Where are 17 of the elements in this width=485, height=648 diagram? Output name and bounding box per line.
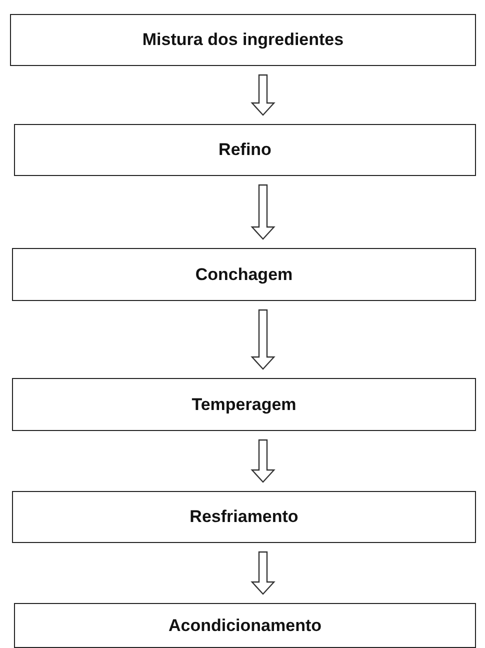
step-label: Temperagem xyxy=(192,394,296,414)
arrow xyxy=(250,439,276,483)
step-label: Refino xyxy=(218,140,272,160)
step-label: Mistura dos ingredientes xyxy=(142,30,344,50)
process-box xyxy=(14,603,476,648)
arrow xyxy=(250,184,276,240)
process-box xyxy=(14,124,476,176)
process-box xyxy=(10,14,476,66)
arrow xyxy=(250,74,276,116)
arrow xyxy=(250,309,276,370)
arrow xyxy=(250,551,276,595)
process-box xyxy=(12,491,476,543)
step-label: Resfriamento xyxy=(190,507,298,527)
process-box xyxy=(12,248,476,301)
step-label: Conchagem xyxy=(195,264,293,284)
step-label: Acondicionamento xyxy=(168,616,322,636)
process-box xyxy=(12,378,476,431)
